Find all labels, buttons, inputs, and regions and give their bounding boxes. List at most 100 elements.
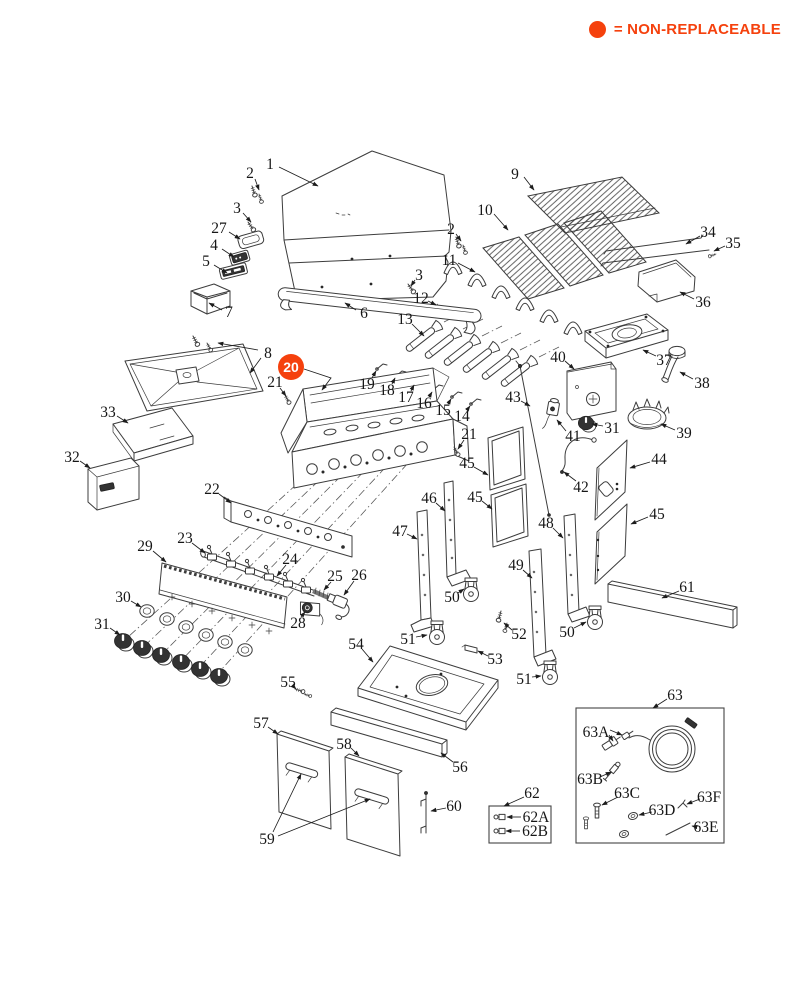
leader-line-28 bbox=[299, 611, 306, 618]
leader-line-59 bbox=[272, 773, 302, 833]
leader-line-60 bbox=[430, 807, 447, 813]
part-label-63A: 63A bbox=[583, 724, 611, 741]
leader-line-7 bbox=[208, 302, 223, 311]
leader-line-50 bbox=[457, 588, 465, 594]
part-label-14: 14 bbox=[454, 408, 470, 425]
leader-line-43 bbox=[520, 400, 531, 407]
part-label-43: 43 bbox=[505, 389, 521, 406]
leader-line-63A bbox=[608, 734, 614, 742]
grill-lid-part bbox=[281, 150, 452, 302]
leader-line-45 bbox=[473, 466, 489, 476]
heat-shield-part bbox=[223, 496, 353, 558]
part-label-22: 22 bbox=[204, 481, 220, 498]
highlighted-part-badge bbox=[278, 354, 304, 380]
side-burner-tube-part bbox=[661, 345, 686, 383]
leader-line-23 bbox=[191, 542, 206, 554]
part-label-46: 46 bbox=[421, 490, 437, 507]
leader-line-35 bbox=[713, 245, 726, 252]
part-label-56: 56 bbox=[452, 759, 468, 776]
part-label-6: 6 bbox=[360, 305, 368, 322]
cooking-grates-part bbox=[482, 210, 647, 300]
part-label-31: 31 bbox=[604, 420, 620, 437]
leader-line-46 bbox=[435, 502, 446, 512]
part-label-63B: 63B bbox=[577, 771, 603, 788]
logo-plates bbox=[218, 230, 265, 280]
non-replaceable-dot-icon bbox=[588, 21, 606, 38]
leader-line-6 bbox=[344, 302, 357, 311]
leader-line-21 bbox=[279, 387, 287, 397]
leader-line-21 bbox=[457, 439, 465, 450]
part-label-41: 41 bbox=[565, 428, 581, 445]
part-label-45: 45 bbox=[467, 489, 483, 506]
leader-line-44 bbox=[629, 461, 651, 469]
leader-line-31 bbox=[591, 422, 604, 428]
part-label-50: 50 bbox=[444, 589, 460, 606]
part-label-58: 58 bbox=[336, 736, 352, 753]
part-label-7: 7 bbox=[225, 304, 233, 321]
part-label-21: 21 bbox=[461, 426, 477, 443]
part-label-25: 25 bbox=[327, 568, 343, 585]
part-label-63D: 63D bbox=[649, 802, 676, 819]
leader-line-51 bbox=[415, 633, 428, 639]
side-panel-part bbox=[87, 457, 140, 511]
part-label-11: 11 bbox=[442, 252, 457, 269]
leader-line-30 bbox=[130, 600, 142, 608]
part-label-57: 57 bbox=[253, 715, 269, 732]
leader-line-3 bbox=[410, 279, 416, 287]
part-label-62: 62 bbox=[524, 785, 540, 802]
leader-line-36 bbox=[679, 291, 695, 300]
part-label-13: 13 bbox=[397, 311, 413, 328]
leader-line-29 bbox=[152, 550, 167, 563]
leader-line-27 bbox=[228, 231, 241, 240]
part-label-35: 35 bbox=[725, 235, 741, 252]
part-label-8: 8 bbox=[264, 345, 272, 362]
part-label-39: 39 bbox=[676, 425, 692, 442]
part-label-61: 61 bbox=[679, 579, 695, 596]
part-label-2: 2 bbox=[447, 221, 455, 238]
part-label-63F: 63F bbox=[697, 789, 722, 806]
leader-line-62 bbox=[503, 796, 525, 807]
leader-line-24 bbox=[276, 564, 287, 577]
leader-line-38 bbox=[679, 371, 694, 380]
leader-line-31 bbox=[109, 627, 121, 636]
leader-line-16 bbox=[427, 391, 433, 398]
side-shelf-plate bbox=[637, 259, 696, 303]
grease-tray-part bbox=[124, 334, 264, 412]
part-label-42: 42 bbox=[573, 479, 589, 496]
part-label-40: 40 bbox=[550, 349, 566, 366]
leader-line-50 bbox=[573, 621, 587, 629]
part-label-50: 50 bbox=[559, 624, 575, 641]
leader-line-63B bbox=[599, 771, 612, 778]
part-label-45: 45 bbox=[649, 506, 665, 523]
leader-line-22 bbox=[218, 493, 232, 504]
part-label-21: 21 bbox=[267, 374, 283, 391]
regulator-part bbox=[326, 593, 350, 620]
part-label-24: 24 bbox=[282, 551, 298, 568]
leader-line-59 bbox=[277, 798, 371, 837]
leader-line-63A bbox=[609, 729, 623, 736]
part-label-3: 3 bbox=[233, 200, 241, 217]
part-label-27: 27 bbox=[211, 220, 227, 237]
warming-rack-part bbox=[526, 176, 661, 234]
leader-line-53 bbox=[477, 650, 489, 657]
part-label-3: 3 bbox=[415, 267, 423, 284]
base-panel-part bbox=[293, 645, 499, 731]
firebox-part bbox=[280, 367, 470, 489]
legend-text: = NON-REPLACEABLE bbox=[613, 21, 781, 38]
support-rods bbox=[600, 234, 717, 267]
part-label-32: 32 bbox=[64, 449, 80, 466]
part-label-63: 63 bbox=[667, 687, 683, 704]
part-label-17: 17 bbox=[398, 389, 414, 406]
part-label-29: 29 bbox=[137, 538, 153, 555]
leader-line-41 bbox=[556, 419, 567, 432]
cabinet-doors-part bbox=[276, 730, 403, 857]
leader-line-17 bbox=[409, 384, 415, 392]
leader-line-63D bbox=[638, 811, 653, 816]
leader-line-54 bbox=[361, 648, 374, 663]
part-label-62A: 62A bbox=[523, 809, 551, 826]
leader-line-12 bbox=[427, 300, 437, 306]
leader-line-2 bbox=[455, 233, 462, 242]
side-igniter-part bbox=[542, 398, 560, 429]
